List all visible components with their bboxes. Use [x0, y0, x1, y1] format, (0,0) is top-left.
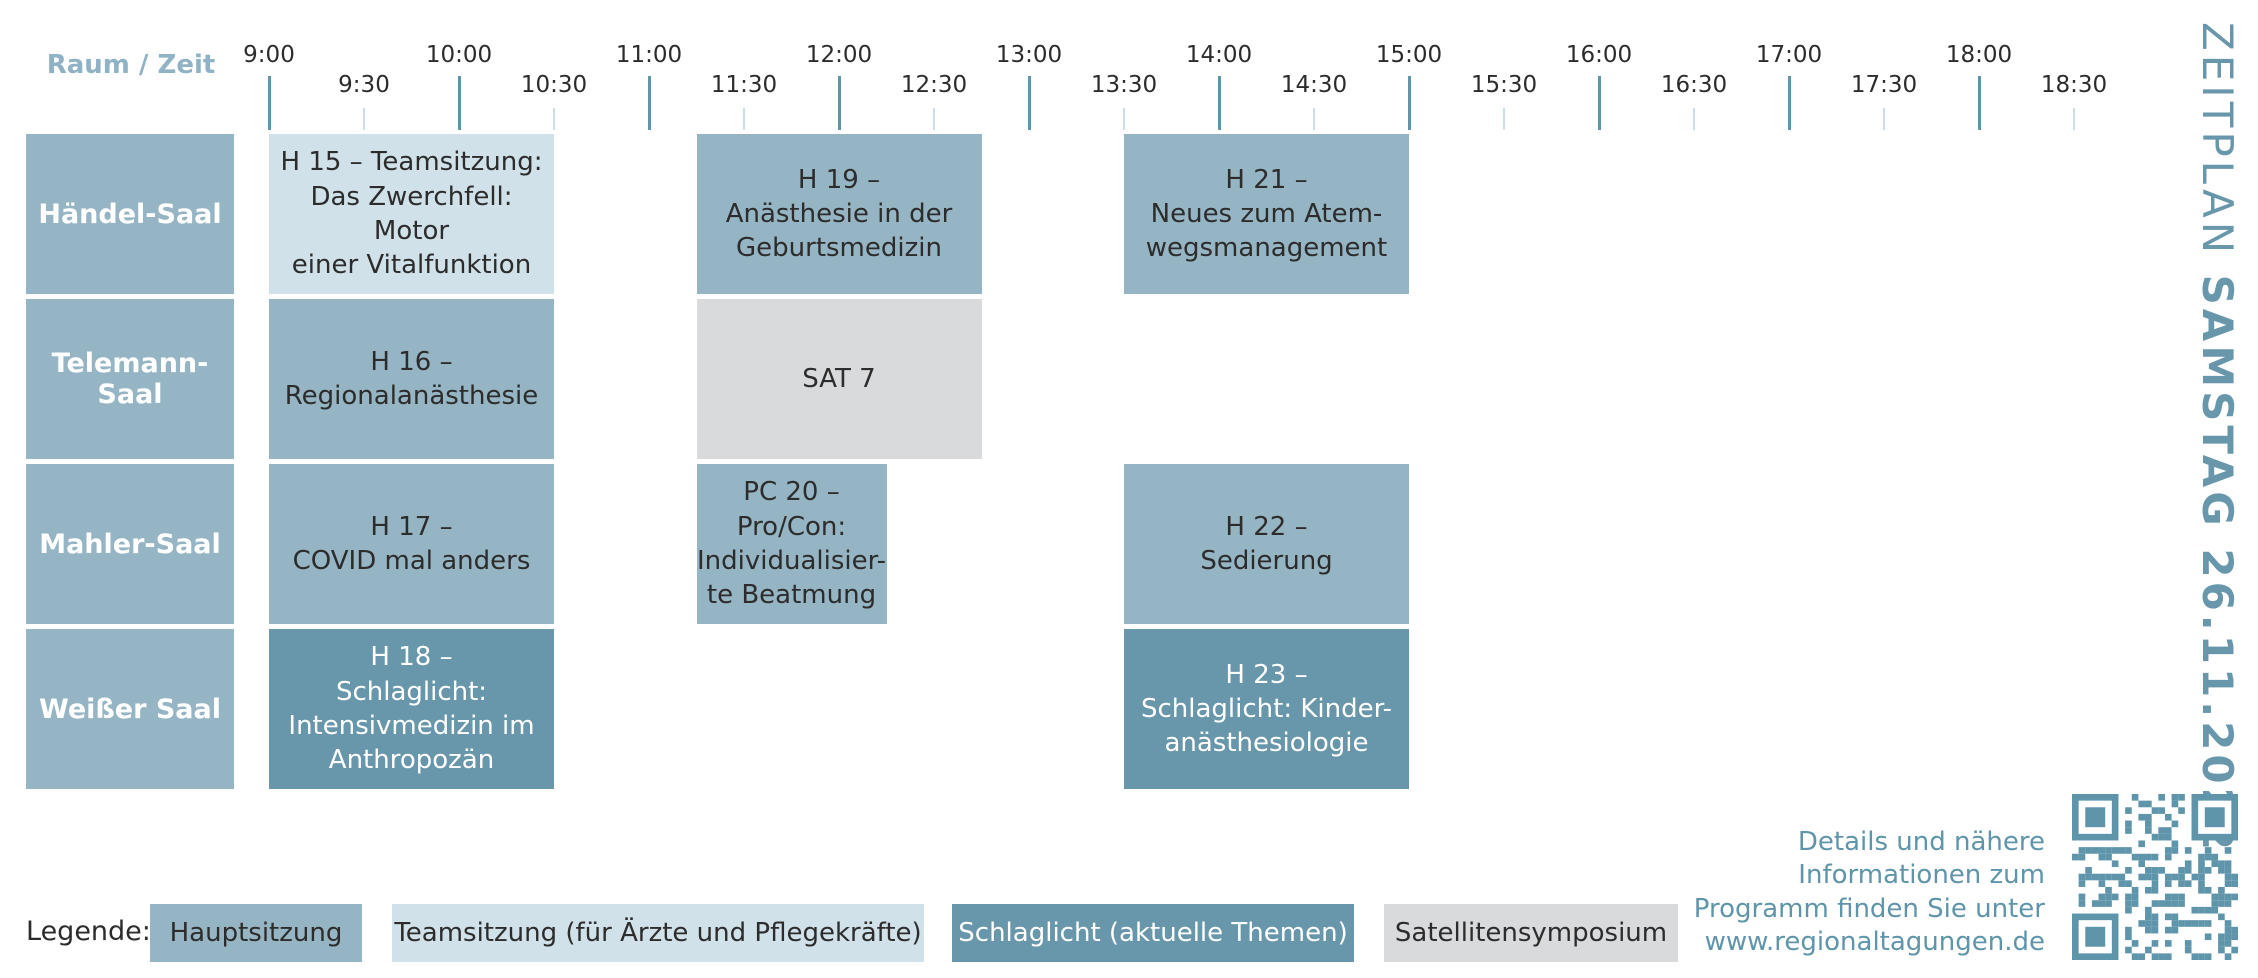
session-title-line: wegsmanagement [1145, 233, 1388, 264]
session-title-line: H 18 – [370, 642, 453, 673]
time-label-half-hour: 9:30 [338, 72, 390, 98]
time-label-half-hour: 18:30 [2040, 72, 2108, 98]
time-label-half-hour: 14:30 [1280, 72, 1348, 98]
time-label-half-hour: 12:30 [900, 72, 968, 98]
hour-tick [838, 76, 841, 130]
time-label-half-hour: 16:30 [1660, 72, 1728, 98]
session-h16[interactable]: H 16 – Regionalanästhesie [269, 299, 554, 459]
hour-tick [1218, 76, 1221, 130]
session-pc20[interactable]: PC 20 –Pro/Con: Individualisier-te Beatmu… [696, 464, 887, 624]
session-title-line: COVID mal anders [292, 546, 531, 576]
time-label-half-hour: 11:30 [710, 72, 778, 98]
session-title-line: Geburtsmedizin [736, 233, 942, 264]
hour-tick [1598, 76, 1601, 130]
half-hour-tick [553, 108, 555, 130]
session-h21[interactable]: H 21 –Neues zum Atem-wegsmanagement [1124, 134, 1409, 294]
session-title-line: Neues zum Atem- [1150, 198, 1383, 229]
session-title-line: Das Zwerchfell: Motor [310, 181, 513, 246]
room-label-haendel: Händel-Saal [26, 134, 234, 294]
session-h23[interactable]: H 23 –Schlaglicht: Kinder-anästhesiologi… [1124, 629, 1409, 789]
room-label-telemann: Telemann-Saal [26, 299, 234, 459]
half-hour-tick [743, 108, 745, 130]
time-label-hour: 14:00 [1185, 42, 1253, 68]
hour-tick [648, 76, 651, 130]
time-label-hour: 17:00 [1755, 42, 1823, 68]
session-h15[interactable]: H 15 – Teamsitzung:Das Zwerchfell: Motor… [269, 134, 554, 294]
info-line: Details und nähere [1797, 827, 2045, 857]
session-title-line: anästhesiologie [1164, 728, 1369, 759]
session-title-line: Intensivmedizin im [288, 711, 535, 741]
session-title-line: Pro/Con: [736, 511, 847, 542]
time-label-half-hour: 17:30 [1850, 72, 1918, 98]
session-title-line: Individualisier- [696, 546, 887, 576]
session-h22[interactable]: H 22 – Sedierung [1124, 464, 1409, 624]
session-title-line: te Beatmung [706, 580, 877, 611]
session-title-line: H 16 – [370, 346, 453, 377]
legend-hauptsitzung: Hauptsitzung [150, 904, 362, 962]
session-title-line: Anästhesie in der [725, 198, 953, 229]
room-label-mahler: Mahler-Saal [26, 464, 234, 624]
corner-label: Raum / Zeit [46, 50, 216, 80]
hour-tick [1028, 76, 1031, 130]
half-hour-tick [1693, 108, 1695, 130]
time-label-hour: 9:00 [243, 42, 295, 68]
session-title-line: H 19 – [797, 164, 881, 195]
half-hour-tick [933, 108, 935, 130]
session-title-line: Schlaglicht: [335, 676, 488, 707]
session-title-line: PC 20 – [743, 477, 840, 508]
half-hour-tick [2073, 108, 2075, 130]
side-title: ZEITPLAN SAMSTAG 26.11.2022 [2193, 22, 2242, 854]
time-label-half-hour: 10:30 [520, 72, 588, 98]
time-label-hour: 13:00 [995, 42, 1063, 68]
time-label-half-hour: 15:30 [1470, 72, 1538, 98]
half-hour-tick [1503, 108, 1505, 130]
time-label-hour: 10:00 [425, 42, 493, 68]
qr-code[interactable] [2072, 794, 2238, 960]
session-title-line: einer Vitalfunktion [291, 250, 532, 281]
info-website-link[interactable]: www.regionaltagungen.de [1704, 926, 2045, 957]
room-label-weisser-saal: Weißer Saal [26, 629, 234, 789]
half-hour-tick [1313, 108, 1315, 130]
session-title-line: H 22 – [1225, 511, 1308, 542]
info-line: Informationen zum [1798, 860, 2045, 891]
hour-tick [268, 76, 271, 130]
session-sat7[interactable]: SAT 7 [696, 299, 982, 459]
session-title-line: H 15 – Teamsitzung: [280, 147, 543, 178]
session-title-line: SAT 7 [802, 363, 876, 394]
hour-tick [1408, 76, 1411, 130]
legend-teamsitzung: Teamsitzung (für Ärzte und Pflegekräfte) [392, 904, 924, 962]
legend-label: Legende: [26, 916, 151, 947]
info-text: Details und nähere Informationen zum Pro… [1660, 826, 2045, 959]
session-h18[interactable]: H 18 –Schlaglicht: Intensivmedizin im Anth… [269, 629, 554, 789]
time-label-hour: 15:00 [1375, 42, 1443, 68]
session-title-line: H 17 – [370, 511, 453, 542]
hour-tick [1978, 76, 1981, 130]
hour-tick [458, 76, 461, 130]
session-title-line: H 21 – [1225, 164, 1308, 195]
legend-schlaglicht: Schlaglicht (aktuelle Themen) [952, 904, 1354, 962]
session-title-line: Regionalanästhesie [284, 381, 539, 411]
half-hour-tick [1123, 108, 1125, 130]
time-label-hour: 12:00 [805, 42, 873, 68]
session-title-line: Anthropozän [328, 745, 495, 776]
side-title-date: SAMSTAG 26.11.2022 [2193, 274, 2242, 855]
session-title-line: Sedierung [1200, 546, 1333, 576]
hour-tick [1788, 76, 1791, 130]
half-hour-tick [363, 108, 365, 130]
session-title-line: Schlaglicht: Kinder- [1140, 693, 1393, 724]
legend-satellitensymposium: Satellitensymposium [1384, 904, 1678, 962]
half-hour-tick [1883, 108, 1885, 130]
time-label-hour: 16:00 [1565, 42, 1633, 68]
session-h17[interactable]: H 17 – COVID mal anders [269, 464, 554, 624]
time-label-half-hour: 13:30 [1090, 72, 1158, 98]
session-title-line: H 23 – [1225, 659, 1308, 690]
info-line: Programm finden Sie unter [1693, 893, 2045, 924]
side-title-zeitplan: ZEITPLAN [2193, 22, 2242, 258]
time-label-hour: 18:00 [1945, 42, 2013, 68]
time-label-hour: 11:00 [615, 42, 683, 68]
